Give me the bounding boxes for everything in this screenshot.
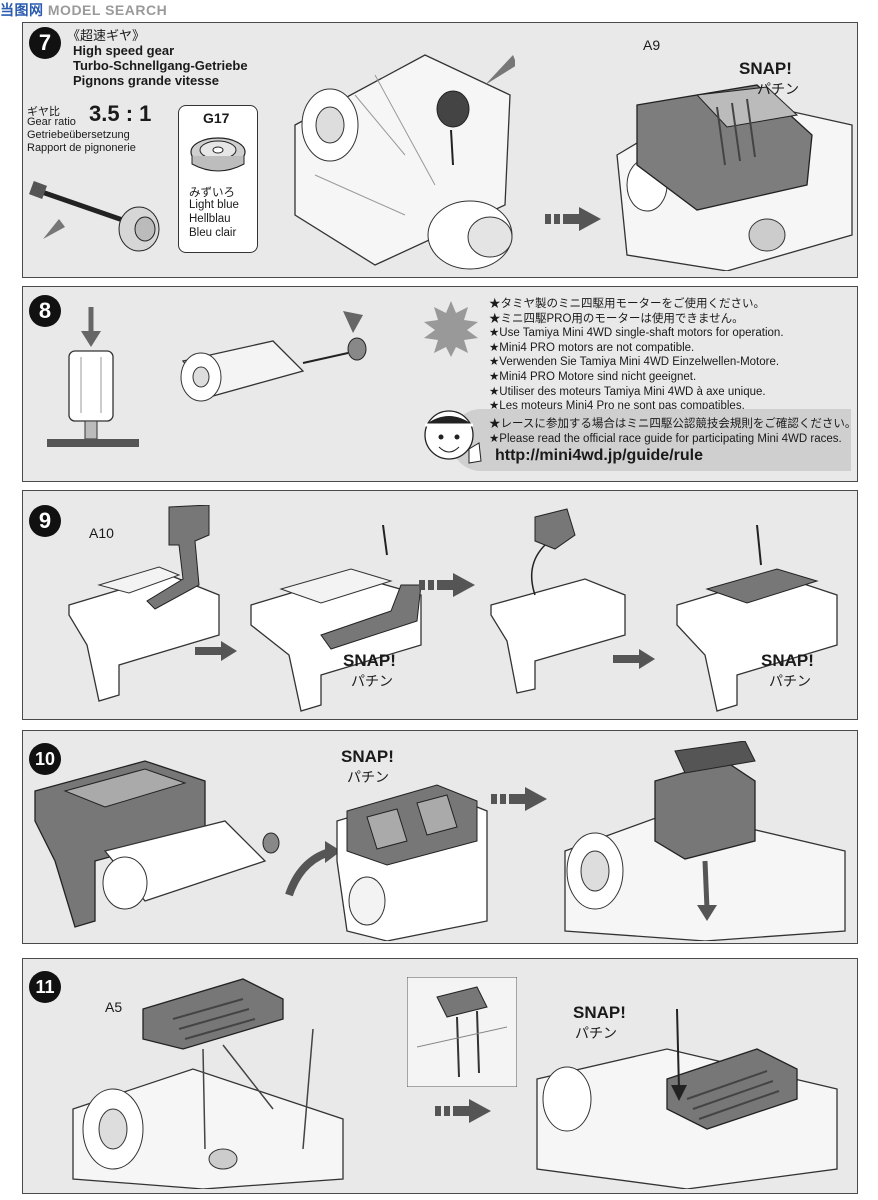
- step-9-number: 9: [29, 505, 61, 537]
- curved-arrow-icon: [285, 841, 341, 897]
- gearcase-illustration: [676, 525, 838, 712]
- gear-ratio-fr: Rapport de pignonerie: [27, 142, 136, 154]
- gear-ratio-jp: ギヤ比: [27, 106, 60, 118]
- chassis-cover-illustration: [72, 978, 344, 1189]
- pachin-label: パチン: [347, 769, 389, 785]
- gear-g17-icon: [190, 137, 246, 172]
- step-7-panel: 7 《超速ギヤ》 High speed gear Turbo-Schnellga…: [22, 22, 858, 278]
- gear-ratio-en: Gear ratio: [27, 116, 76, 128]
- watermark: 当图网 MODEL SEARCH: [0, 0, 167, 20]
- race-guide-jp: ★レースに参加する場合はミニ四駆公認競技会規則をご確認ください。: [489, 418, 857, 430]
- pachin-label: パチン: [757, 81, 799, 97]
- color-en: Light blue: [189, 199, 239, 211]
- pachin-label: パチン: [769, 673, 811, 689]
- right-arrow-icon: [491, 787, 547, 811]
- step-10-number: 10: [29, 743, 61, 775]
- chassis-cover-snapped-illustration: [536, 1008, 838, 1189]
- starburst-icon: [424, 301, 478, 357]
- gearcase-illustration: [68, 505, 220, 702]
- step-7-title-fr: Pignons grande vitesse: [73, 73, 219, 88]
- note-line: ★ミニ四駆PRO用のモーターは使用できません。: [489, 312, 744, 325]
- chassis-motor-illustration: [564, 741, 846, 941]
- gear-ratio-value: 3.5 : 1: [89, 101, 152, 126]
- step-7-title-de: Turbo-Schnellgang-Getriebe: [73, 58, 248, 73]
- snap-label: SNAP!: [739, 59, 792, 78]
- part-label-a5: A5: [105, 999, 123, 1015]
- right-arrow-icon: [195, 641, 237, 661]
- part-label-a9: A9: [643, 37, 661, 53]
- snap-label: SNAP!: [341, 747, 394, 766]
- gear-ratio-de: Getriebeübersetzung: [27, 129, 130, 141]
- color-jp: みずいろ: [189, 187, 235, 199]
- race-guide-url[interactable]: http://mini4wd.jp/guide/rule: [495, 447, 703, 464]
- step-11-number: 11: [29, 971, 61, 1003]
- watermark-text: MODEL SEARCH: [47, 2, 168, 18]
- snap-label: SNAP!: [761, 651, 814, 670]
- snap-label: SNAP!: [573, 1003, 626, 1022]
- note-line: ★タミヤ製のミニ四駆用モーターをご使用ください。: [489, 298, 765, 310]
- mascot-boy-icon: [424, 410, 482, 464]
- gearcase-illustration: [250, 525, 422, 712]
- part-box-g17: G17 みずいろ Light blue Hellblau Bleu clair: [178, 105, 258, 253]
- note-line: ★Verwenden Sie Tamiya Mini 4WD Einzelwel…: [489, 356, 780, 369]
- right-arrow-icon: [435, 1099, 491, 1123]
- note-line: ★Utiliser des moteurs Tamiya Mini 4WD à …: [489, 385, 766, 398]
- right-arrow-icon: [545, 207, 601, 231]
- motor-cover-illustration: [34, 760, 280, 928]
- chassis-illustration: [294, 54, 515, 270]
- motor-notes: ★タミヤ製のミニ四駆用モーターをご使用ください。 ★ミニ四駆PRO用のモーターは…: [489, 297, 784, 414]
- step-7-title-jp: 《超速ギヤ》: [67, 28, 146, 43]
- race-guide-banner: [451, 409, 851, 471]
- note-line: ★Mini4 PRO Motore sind nicht geeignet.: [489, 370, 697, 383]
- right-arrow-icon: [419, 573, 475, 597]
- note-line: ★Use Tamiya Mini 4WD single-shaft motors…: [489, 327, 784, 340]
- race-guide-en: ★Please read the official race guide for…: [489, 433, 842, 445]
- step-7-title-en: High speed gear: [73, 43, 175, 58]
- step-8-number: 8: [29, 295, 61, 327]
- motor-press-illustration: [47, 307, 139, 447]
- step-8-panel: 8 ★タミヤ製のミニ四駆用モーターをご使用ください。 ★ミニ四駆PRO用のモータ…: [22, 286, 858, 482]
- motor-assembled-illustration: [336, 784, 488, 941]
- color-fr: Bleu clair: [189, 227, 237, 239]
- step-11-panel: 11 A5 SNAP! パチン: [22, 958, 858, 1194]
- color-de: Hellblau: [189, 213, 231, 225]
- snap-label: SNAP!: [343, 651, 396, 670]
- part-code: G17: [203, 110, 230, 126]
- chassis-with-cover-illustration: [616, 84, 853, 271]
- note-line: ★Mini4 PRO motors are not compatible.: [489, 341, 695, 354]
- watermark-logo: 当图网: [0, 2, 44, 18]
- step-9-panel: 9 A10 SNAP! パチン SNAP! パチン: [22, 490, 858, 720]
- shaft-gear-illustration: [29, 181, 160, 252]
- gearcase-illustration: [490, 508, 626, 694]
- pachin-label: パチン: [575, 1025, 617, 1041]
- motor-pinion-illustration: [180, 311, 367, 402]
- step-7-number: 7: [29, 27, 61, 59]
- part-label-a10: A10: [89, 525, 114, 541]
- detail-zoom-illustration: [407, 977, 517, 1087]
- step-10-panel: 10 SNAP! パチン: [22, 730, 858, 944]
- right-arrow-icon: [613, 649, 655, 669]
- pachin-label: パチン: [351, 673, 393, 689]
